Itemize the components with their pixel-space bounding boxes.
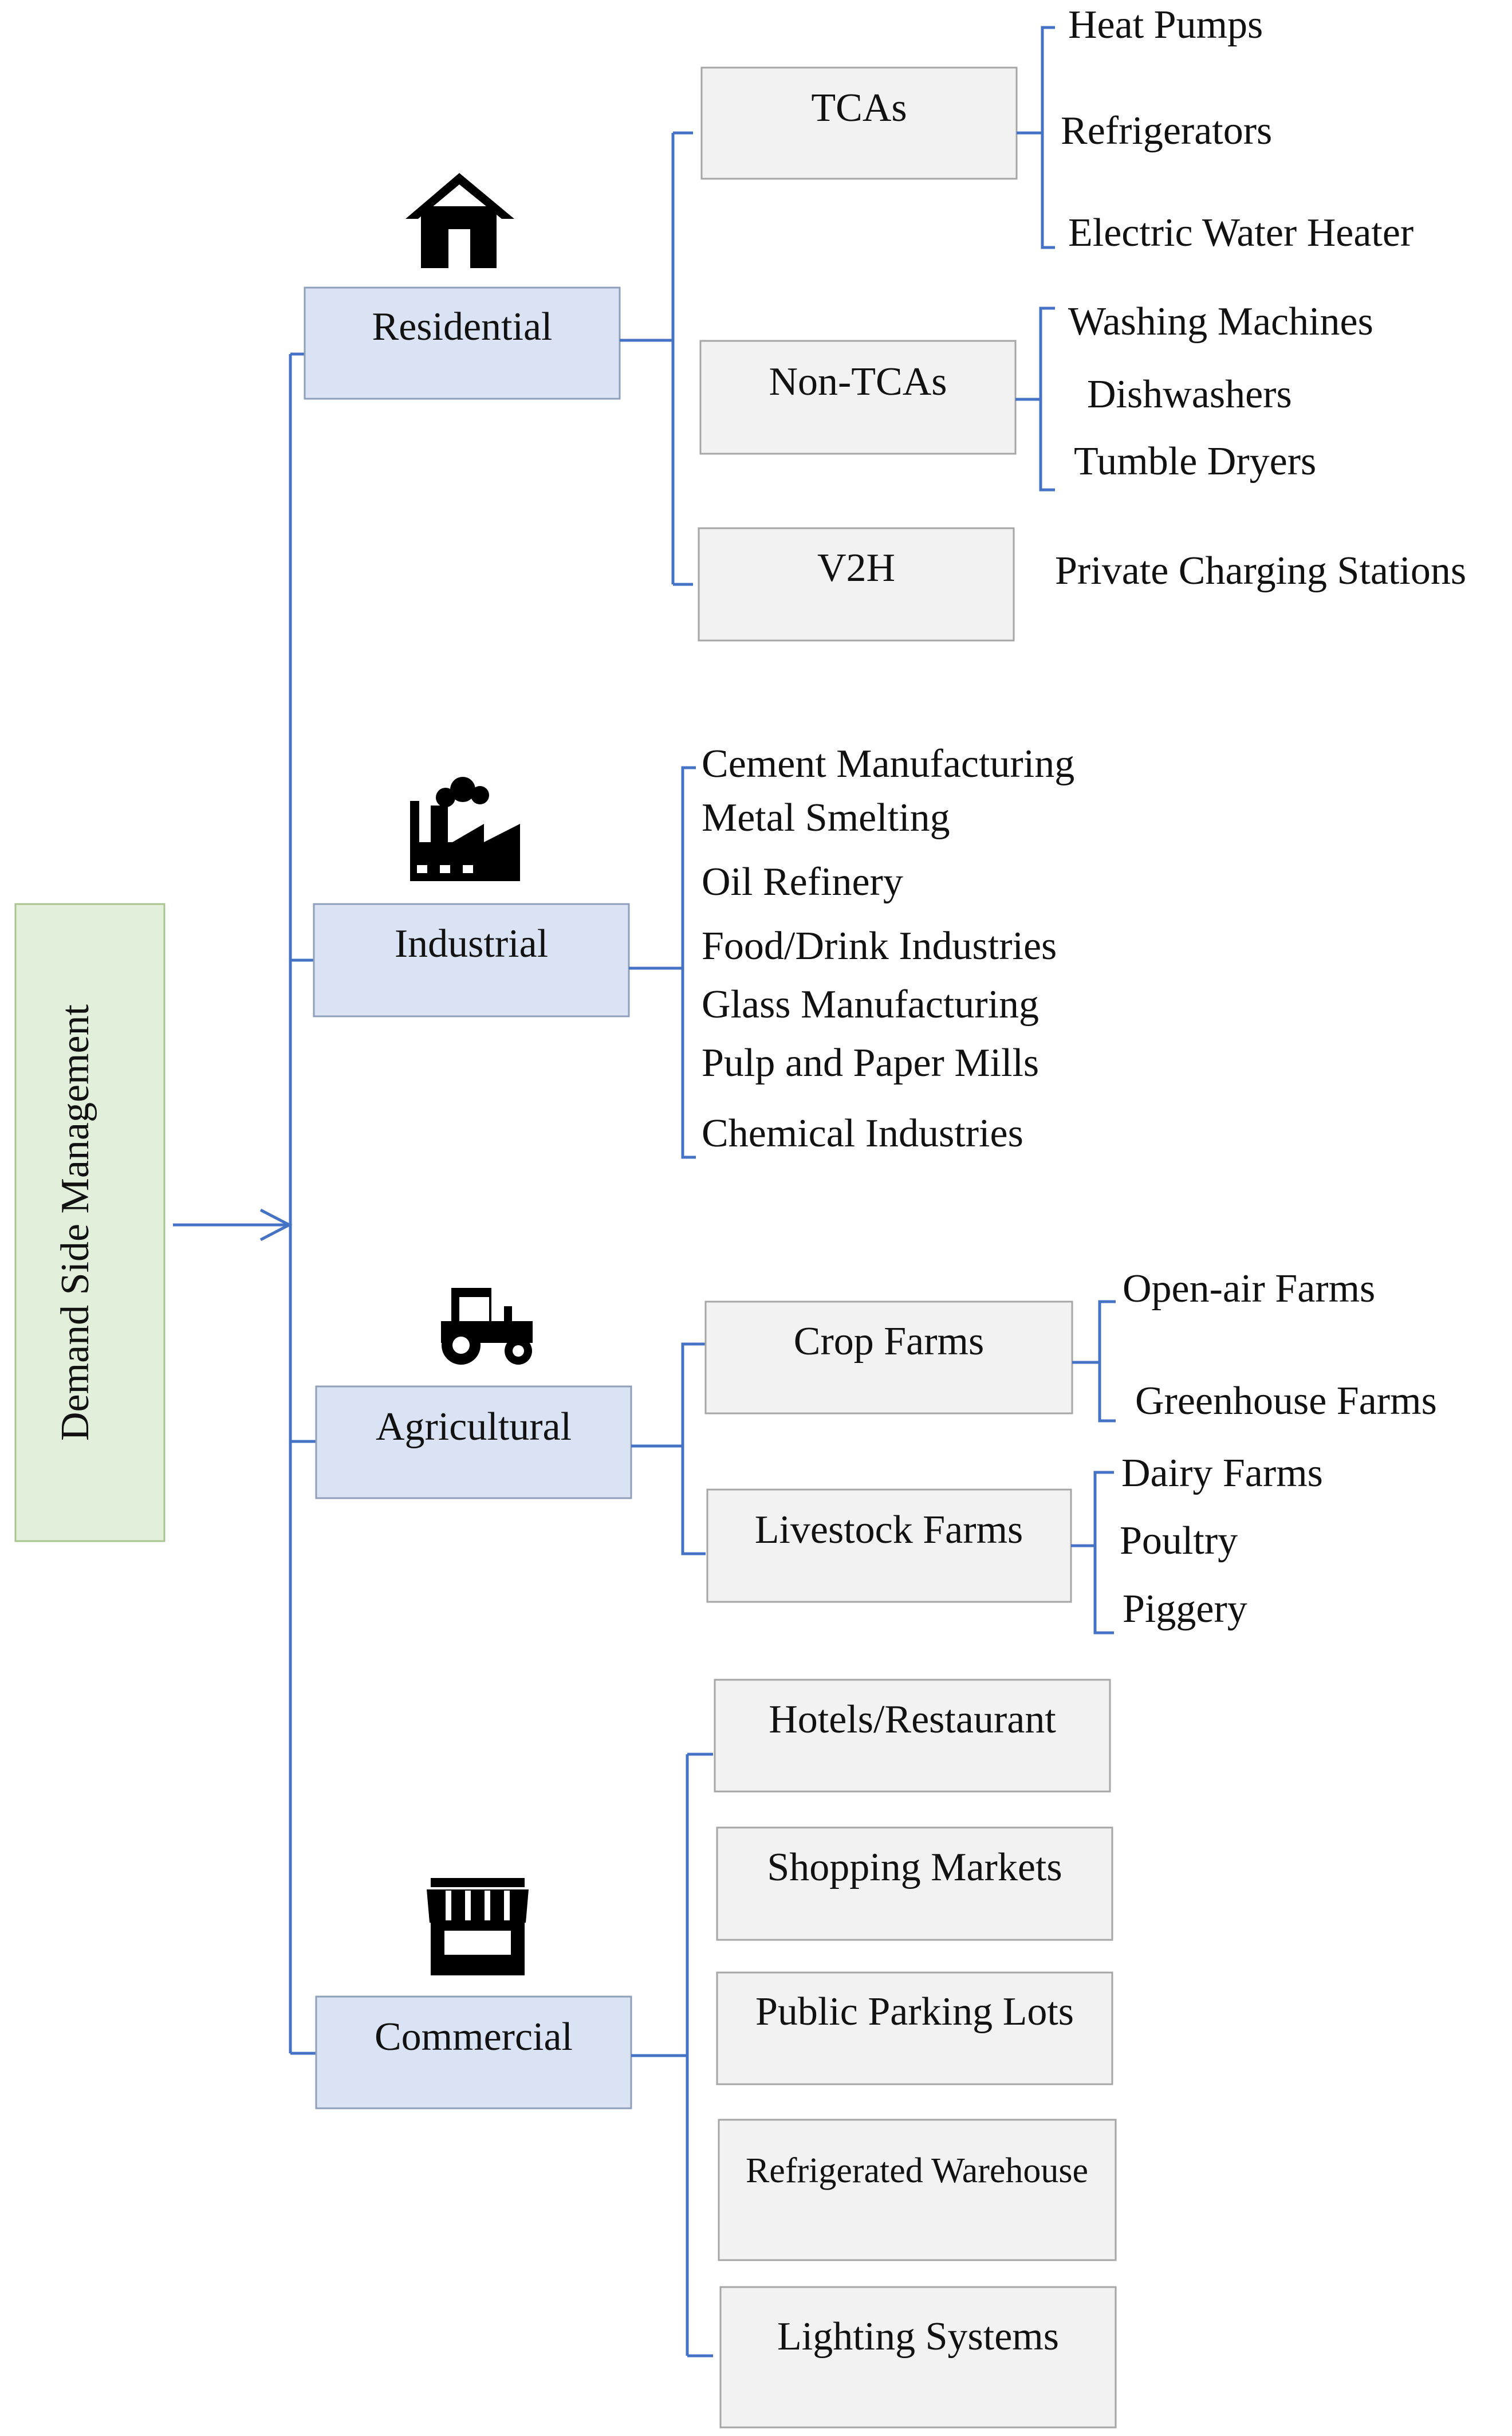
- item-metal-smelting: Metal Smelting: [702, 796, 950, 840]
- group-label-non-tcas: Non-TCAs: [769, 360, 947, 404]
- root-arrow: [173, 1208, 293, 1241]
- leaf-label-refrigerated-warehouse: Refrigerated Warehouse: [746, 2151, 1088, 2190]
- leaf-box-refrigerated-warehouse: [718, 2119, 1117, 2261]
- leaf-label-shopping-markets: Shopping Markets: [767, 1845, 1062, 1889]
- leaf-box-hotels-restaurant: [714, 1679, 1111, 1793]
- storefront-icon: [427, 1878, 529, 1975]
- item-electric-water-heater: Electric Water Heater: [1068, 211, 1413, 255]
- item-chemical-industries: Chemical Industries: [702, 1111, 1023, 1156]
- leaf-box-public-parking-lots: [716, 1971, 1113, 2085]
- leaf-label-lighting-systems: Lighting Systems: [777, 2315, 1059, 2359]
- leaf-label-hotels-restaurant: Hotels/Restaurant: [769, 1698, 1056, 1742]
- sector-label-residential: Residential: [372, 305, 553, 349]
- item-dairy-farms: Dairy Farms: [1121, 1451, 1323, 1495]
- item-tumble-dryers: Tumble Dryers: [1074, 439, 1316, 484]
- sector-agricultural: Agricultural Crop Farms Open-air Farms G…: [315, 1267, 1437, 1635]
- house-icon: [405, 173, 514, 268]
- sector-label-industrial: Industrial: [395, 922, 548, 966]
- item-open-air-farms: Open-air Farms: [1123, 1267, 1375, 1311]
- root-label: Demand Side Management: [53, 1004, 97, 1441]
- sector-label-agricultural: Agricultural: [376, 1405, 572, 1449]
- item-dishwashers: Dishwashers: [1087, 372, 1292, 417]
- factory-icon: [410, 777, 520, 881]
- group-label-livestock-farms: Livestock Farms: [755, 1508, 1023, 1552]
- item-pulp-and-paper-mills: Pulp and Paper Mills: [702, 1041, 1039, 1085]
- item-heat-pumps: Heat Pumps: [1068, 3, 1263, 47]
- leaf-box-shopping-markets: [716, 1826, 1113, 1941]
- item-cement-manufacturing: Cement Manufacturing: [702, 742, 1074, 786]
- item-food-drink-industries: Food/Drink Industries: [702, 924, 1057, 968]
- group-box-crop-farms: [704, 1300, 1073, 1415]
- leaf-box-lighting-systems: [719, 2286, 1117, 2429]
- item-piggery: Piggery: [1123, 1587, 1247, 1631]
- sector-residential: Residential TCAs Heat Pumps Refrigerator…: [304, 3, 1466, 642]
- sector-industrial: Industrial Cement Manufacturing Metal Sm…: [313, 742, 1074, 1159]
- leaf-label-public-parking-lots: Public Parking Lots: [755, 1990, 1074, 2034]
- main-trunk-connector: [289, 352, 316, 2055]
- tractor-icon: [441, 1288, 533, 1365]
- group-label-v2h: V2H: [817, 546, 895, 590]
- group-label-crop-farms: Crop Farms: [794, 1319, 985, 1364]
- group-box-livestock-farms: [706, 1488, 1072, 1603]
- item-oil-refinery: Oil Refinery: [702, 860, 903, 904]
- item-private-charging-stations: Private Charging Stations: [1055, 549, 1466, 593]
- item-greenhouse-farms: Greenhouse Farms: [1135, 1379, 1437, 1423]
- group-label-tcas: TCAs: [811, 86, 907, 130]
- group-box-tcas: [700, 66, 1018, 180]
- item-refrigerators: Refrigerators: [1061, 109, 1272, 153]
- group-box-v2h: [698, 527, 1015, 642]
- root-node: Demand Side Management: [14, 903, 166, 1542]
- group-box-non-tcas: [699, 340, 1017, 455]
- item-washing-machines: Washing Machines: [1068, 300, 1373, 344]
- sector-commercial: Commercial Hotels/Restaurant Shopping Ma…: [315, 1679, 1117, 2429]
- sector-label-commercial: Commercial: [375, 2015, 573, 2059]
- item-poultry: Poultry: [1120, 1519, 1238, 1563]
- item-glass-manufacturing: Glass Manufacturing: [702, 983, 1039, 1027]
